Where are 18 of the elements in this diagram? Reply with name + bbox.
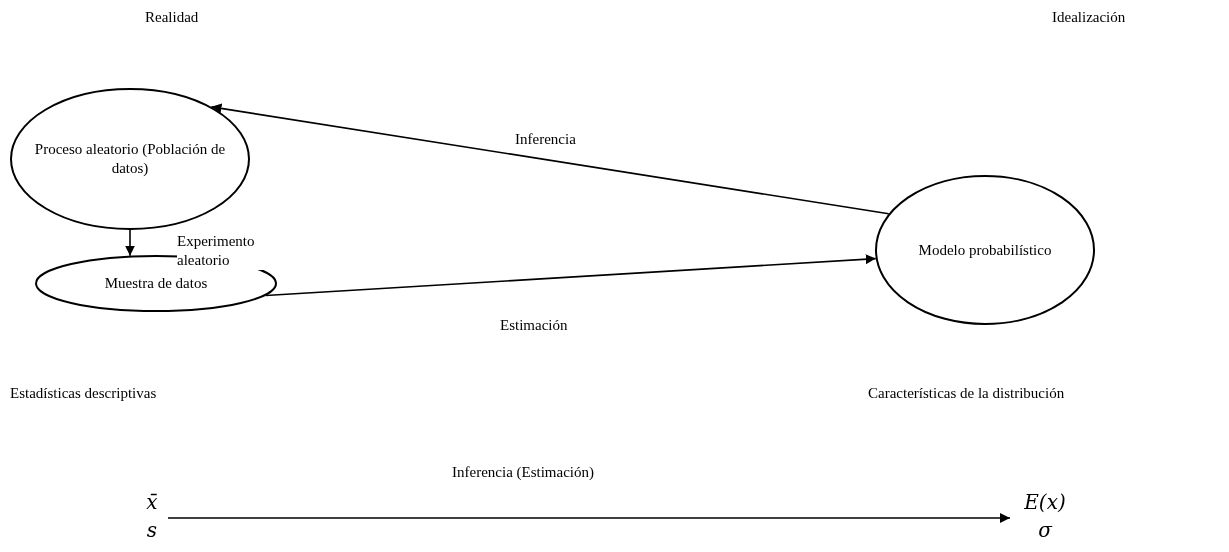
node-label: Proceso aleatorio (Población de datos) — [33, 140, 227, 178]
node-label: Muestra de datos — [104, 274, 208, 293]
heading-label: Idealización — [1052, 9, 1126, 26]
arrow — [264, 254, 877, 297]
arrow — [167, 513, 1011, 523]
heading-label: Realidad — [145, 9, 199, 26]
math-symbol: s — [146, 517, 158, 544]
edge-label: Inferencia (Estimación) — [452, 463, 594, 482]
ellipse-node — [875, 175, 1095, 325]
math-symbol: σ — [1038, 517, 1052, 544]
math-symbol: E(x) — [1024, 489, 1066, 516]
math-symbol: x̄ — [146, 489, 158, 516]
ellipse-node — [10, 88, 250, 230]
heading-label: Características de la distribución — [868, 385, 1065, 402]
node-label: Modelo probabilístico — [918, 240, 1052, 260]
heading-label: Estadísticas descriptivas — [10, 385, 157, 402]
arrow — [210, 103, 890, 215]
arrow — [125, 229, 135, 257]
